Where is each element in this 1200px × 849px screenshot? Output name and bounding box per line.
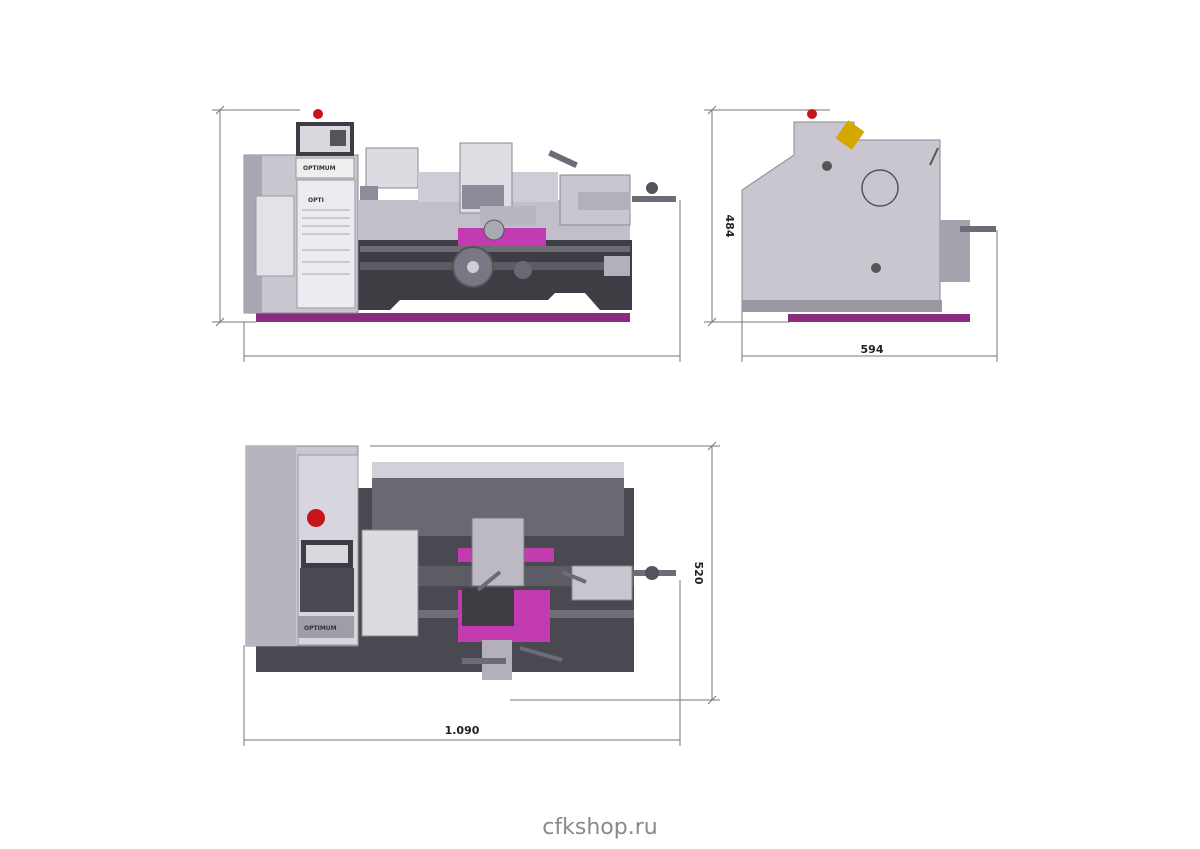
top-toolpost-lever[interactable] xyxy=(476,570,502,592)
top-tool-holder xyxy=(462,588,514,626)
front-height-dimension xyxy=(212,105,300,327)
top-estop-icon xyxy=(307,509,325,527)
top-tailstock-lever[interactable] xyxy=(561,570,587,584)
front-bed-frame xyxy=(358,240,632,310)
top-tailstock xyxy=(571,565,633,601)
side-body xyxy=(741,121,941,311)
front-tailstock-lever[interactable] xyxy=(548,149,578,169)
side-view: 484 594 xyxy=(704,105,998,362)
side-estop-icon xyxy=(807,109,817,119)
dimension-length: 1.090 xyxy=(445,724,480,737)
front-base-plate xyxy=(256,313,630,322)
top-chuck-guard xyxy=(361,529,419,637)
front-gear-cover-panel xyxy=(296,179,356,309)
dimension-depth: 594 xyxy=(861,343,884,356)
side-lever[interactable] xyxy=(929,147,939,166)
watermark: cfkshop.ru xyxy=(542,815,658,840)
top-tailstock-wheel-icon[interactable] xyxy=(645,566,659,580)
front-tailstock-wheel-icon[interactable] xyxy=(646,182,658,194)
side-switch-box xyxy=(835,120,865,150)
front-handwheel-hub-icon xyxy=(467,261,479,273)
front-panel-chart-lines xyxy=(302,209,350,275)
front-tailstock-foot xyxy=(604,256,630,276)
top-length-dimension xyxy=(243,580,681,746)
front-tailstock-quill xyxy=(578,192,630,210)
top-apron-handle[interactable] xyxy=(462,658,506,664)
top-brand-plate xyxy=(298,616,354,638)
front-spec-plate xyxy=(255,195,295,277)
side-feed-handle[interactable] xyxy=(960,226,996,232)
top-width-dimension xyxy=(370,441,720,705)
front-brand-plate xyxy=(295,157,355,179)
front-panel-badge: OPTI xyxy=(308,197,324,204)
front-view: OPTI OPTIMUM xyxy=(212,105,681,362)
side-base-plate xyxy=(788,314,970,322)
top-display xyxy=(306,545,348,563)
top-view: 520 1.090 OPTIMUM xyxy=(243,441,720,746)
front-feed-knob-icon[interactable] xyxy=(514,261,532,279)
front-tailstock-handle[interactable] xyxy=(632,196,676,202)
front-rack xyxy=(360,246,630,252)
front-brand-text: OPTIMUM xyxy=(303,165,336,172)
front-estop-icon xyxy=(313,109,323,119)
top-headstock-left xyxy=(246,446,296,646)
front-cross-wheel-icon[interactable] xyxy=(483,219,505,241)
side-base-foot xyxy=(742,300,942,312)
side-knob-bottom-icon xyxy=(871,263,881,273)
front-length-dimension xyxy=(243,200,681,362)
front-carriage xyxy=(458,228,546,246)
top-cover-box xyxy=(300,568,354,612)
front-switch-icon xyxy=(330,130,346,146)
side-knob-top-icon xyxy=(822,161,832,171)
dimension-width: 520 xyxy=(692,562,705,585)
front-toolpost-block xyxy=(462,185,504,209)
dimension-height: 484 xyxy=(723,215,736,238)
top-brand-text: OPTIMUM xyxy=(304,625,337,632)
side-spindle-cover-icon xyxy=(861,169,899,207)
side-height-dimension xyxy=(704,105,830,327)
front-leadscrew xyxy=(360,262,630,270)
front-chuck-guard xyxy=(365,147,419,189)
top-bed-cover xyxy=(372,462,624,478)
top-apron-lever[interactable] xyxy=(519,646,563,662)
